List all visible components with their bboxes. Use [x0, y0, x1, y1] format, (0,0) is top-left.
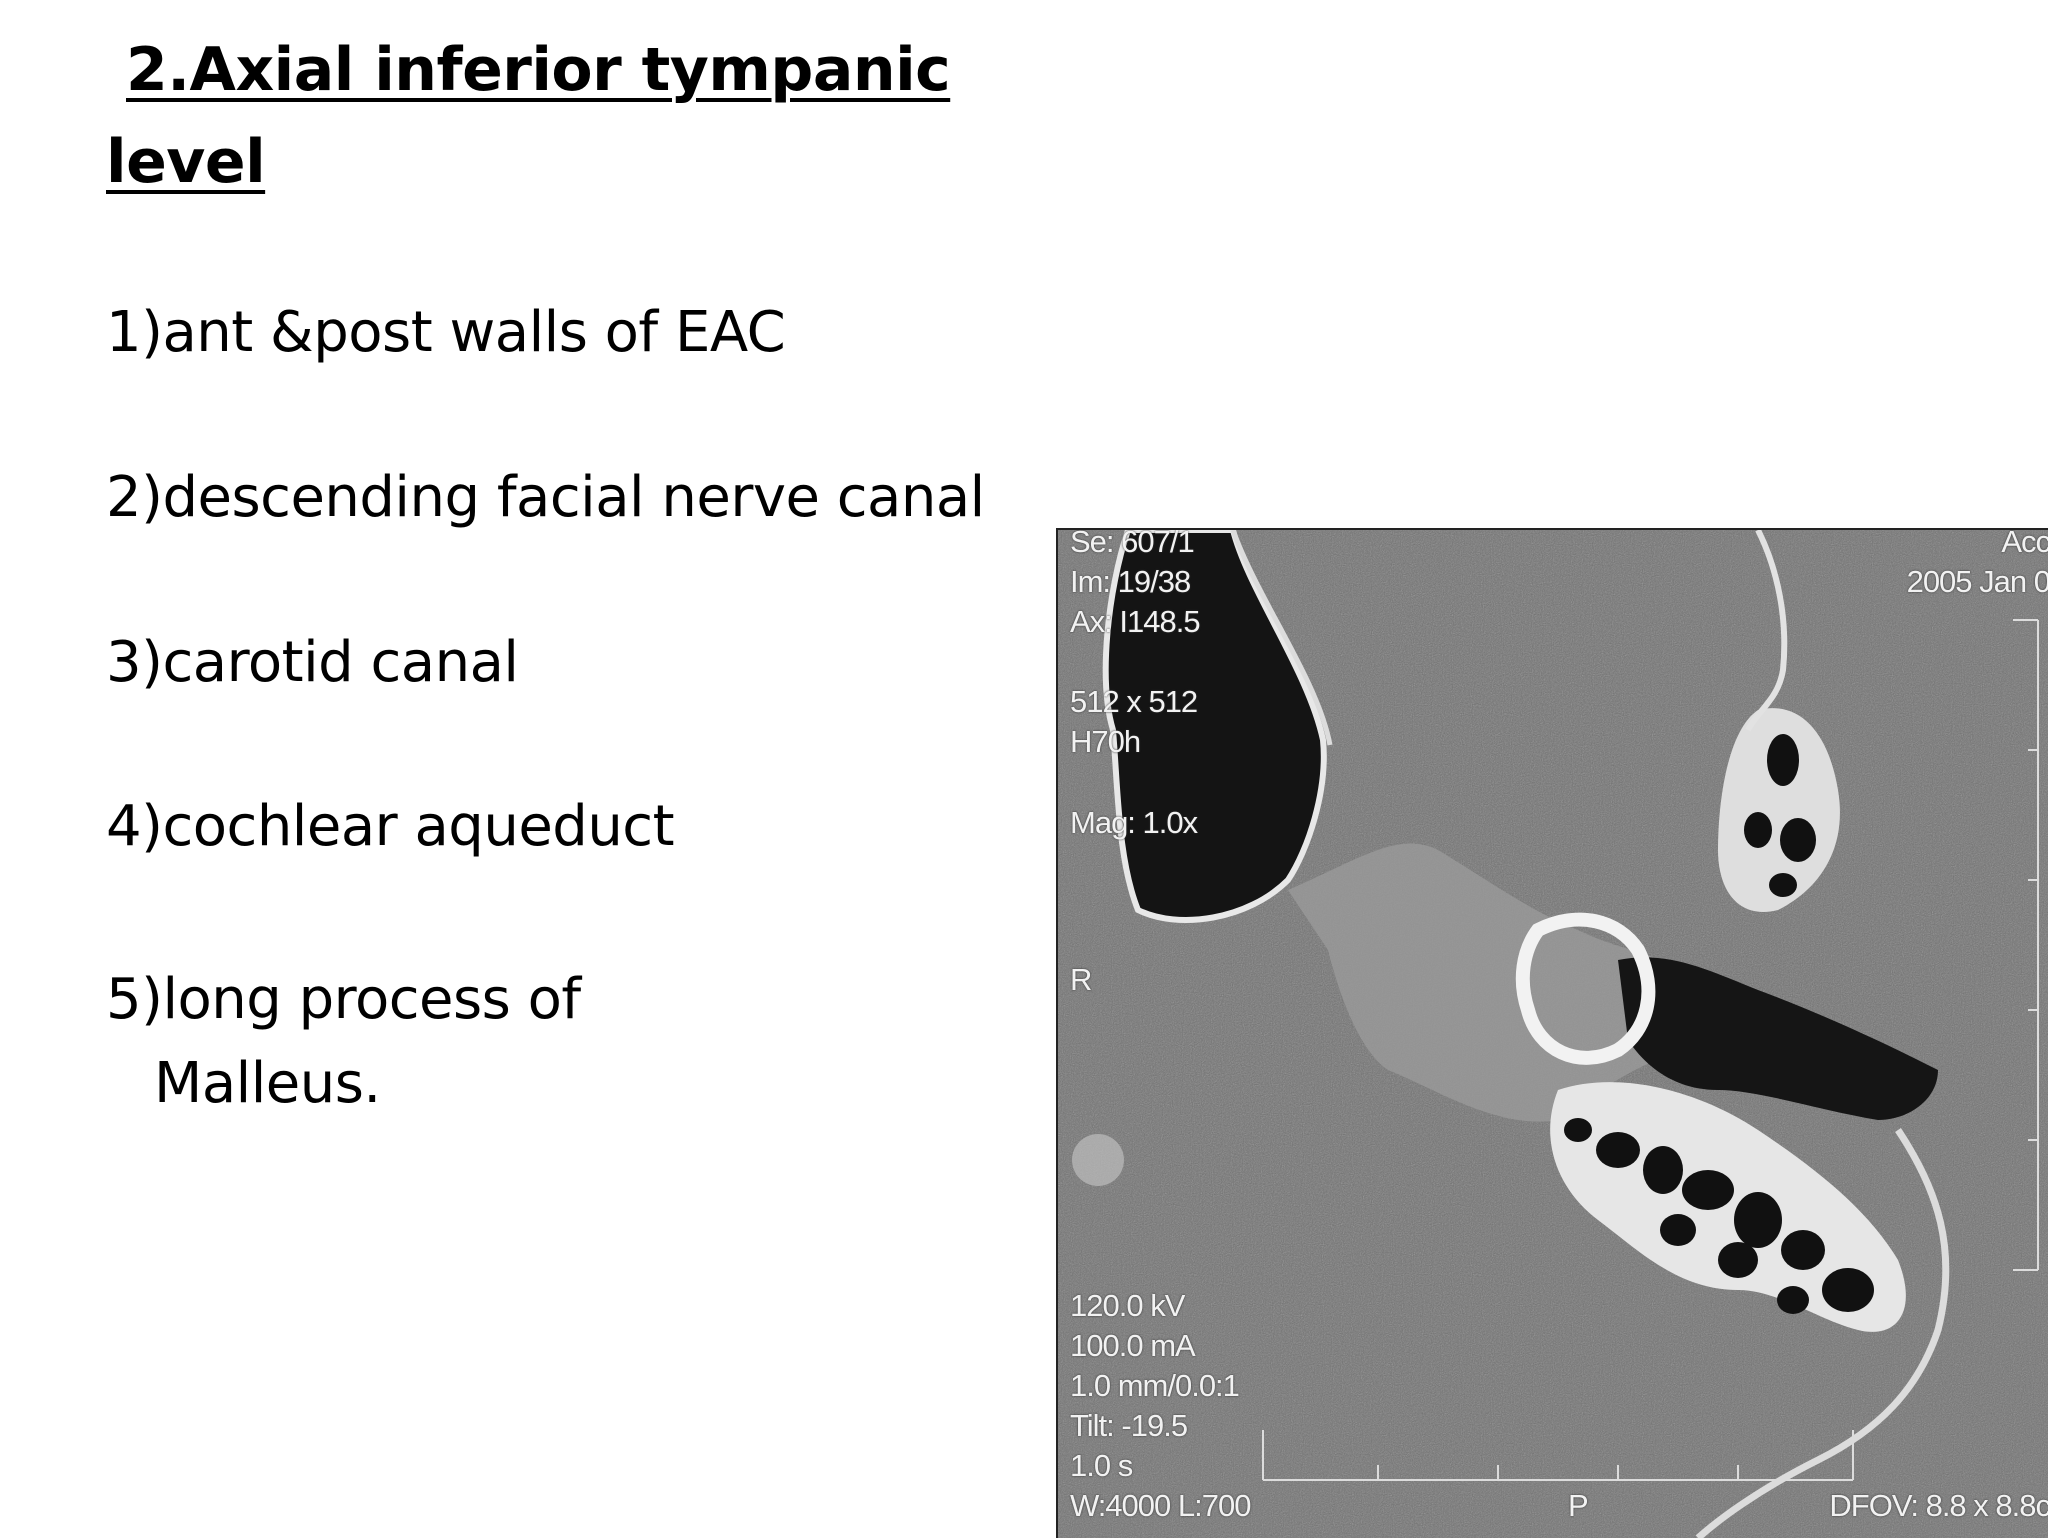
ct-slice: 1.0 mm/0.0:1 [1070, 1368, 1240, 1403]
ct-acquisition-info: 120.0 kV 100.0 mA 1.0 mm/0.0:1 Tilt: -19… [1070, 1286, 1251, 1526]
list-item: 5)long process of Malleus. [106, 958, 581, 1126]
ct-side-marker: R [1070, 962, 1092, 997]
ct-dfov: DFOV: 8.8 x 8.8c [1829, 1488, 2048, 1523]
ct-orientation-marker: P [1568, 1488, 1589, 1523]
list-item-continuation: Malleus. [154, 1051, 381, 1116]
title-line-2: level [106, 127, 266, 197]
ct-time: 1.0 s [1070, 1448, 1133, 1483]
ct-study-info: Acc 2005 Jan 0 [1906, 528, 2048, 602]
ct-series: Se: 607/1 [1070, 528, 1195, 559]
ct-tilt: Tilt: -19.5 [1070, 1408, 1188, 1443]
list-item-text: 5)long process of [106, 967, 581, 1032]
ct-series-info: Se: 607/1 Im: 19/38 Ax: I148.5 [1070, 528, 1201, 642]
ct-matrix: 512 x 512 [1070, 684, 1198, 719]
ct-image-number: Im: 19/38 [1070, 564, 1191, 599]
slide-title: 2.Axial inferior tympanic level [106, 24, 1006, 208]
ct-matrix-info: 512 x 512 H70h [1070, 682, 1198, 762]
ct-axial-position: Ax: I148.5 [1070, 604, 1201, 639]
ct-ma: 100.0 mA [1070, 1328, 1196, 1363]
list-item: 1)ant &post walls of EAC [106, 300, 786, 365]
title-line-1: 2.Axial inferior tympanic [126, 35, 951, 105]
list-item: 3)carotid canal [106, 630, 519, 695]
ct-scan-drawing [1058, 530, 2048, 1538]
list-item: 2)descending facial nerve canal [106, 465, 985, 530]
list-item: 4)cochlear aqueduct [106, 794, 675, 859]
ct-window-level: W:4000 L:700 [1070, 1488, 1251, 1523]
ct-magnification: Mag: 1.0x [1070, 805, 1198, 840]
ct-kernel: H70h [1070, 724, 1141, 759]
ct-kv: 120.0 kV [1070, 1288, 1185, 1323]
ct-study-date: 2005 Jan 0 [1906, 564, 2048, 599]
ct-accession: Acc [2001, 528, 2048, 559]
ct-scan-image: Se: 607/1 Im: 19/38 Ax: I148.5 512 x 512… [1056, 528, 2048, 1538]
